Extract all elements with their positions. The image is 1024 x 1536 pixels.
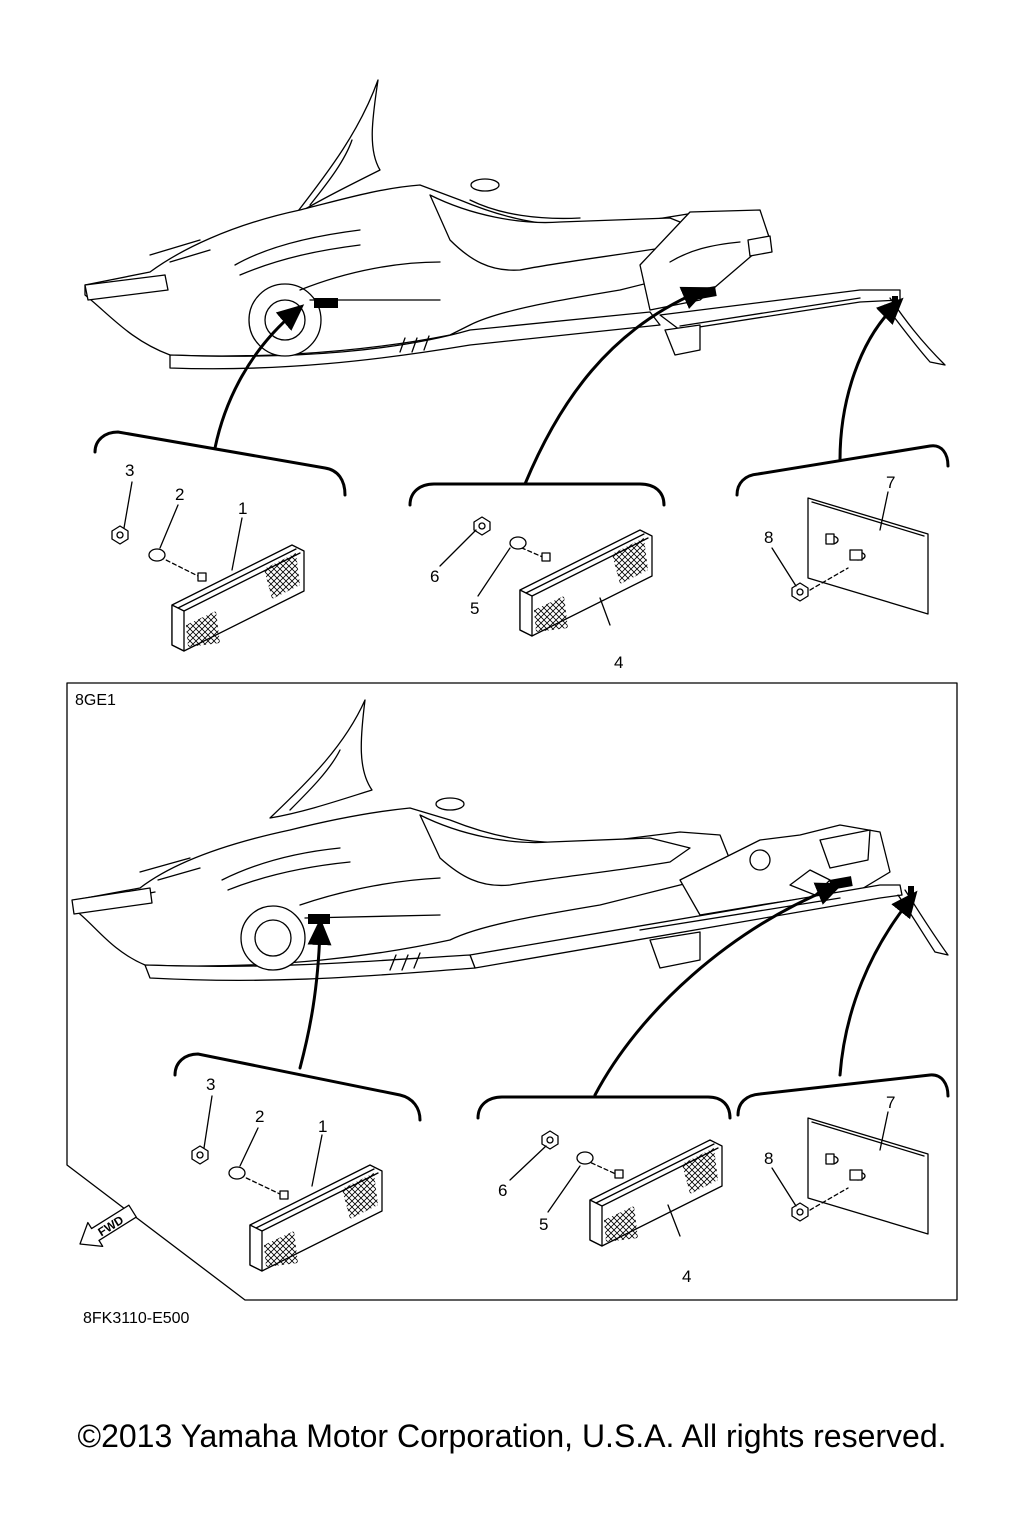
callout-7: 7 (886, 473, 895, 492)
callout-7: 7 (886, 1093, 895, 1112)
upper-leader-arrows (213, 286, 904, 486)
callout-5: 5 (470, 599, 479, 618)
callout-5: 5 (539, 1215, 548, 1234)
callout-4: 4 (614, 653, 623, 672)
lower-exploded-parts (191, 1095, 929, 1272)
callout-6: 6 (498, 1181, 507, 1200)
upper-callout-numbers: 3 2 1 6 5 4 7 8 (125, 461, 895, 672)
lower-snowmobile-illustration (71, 699, 949, 982)
callout-8: 8 (764, 1149, 773, 1168)
callout-2: 2 (175, 485, 184, 504)
copyright-notice: ©2013 Yamaha Motor Corporation, U.S.A. A… (77, 1418, 947, 1454)
callout-1: 1 (238, 499, 247, 518)
lower-callout-numbers: 3 2 1 6 5 4 7 8 (206, 1075, 895, 1286)
callout-1: 1 (318, 1117, 327, 1136)
callout-8: 8 (764, 528, 773, 547)
callout-6: 6 (430, 567, 439, 586)
upper-snowmobile-illustration (84, 79, 946, 370)
upper-group-brackets (93, 430, 950, 507)
callout-3: 3 (125, 461, 134, 480)
figure-code: 8FK3110-E500 (83, 1310, 190, 1327)
upper-exploded-parts (111, 481, 929, 652)
callout-2: 2 (255, 1107, 264, 1126)
parts-diagram: 3 2 1 6 5 4 7 8 8GE1 (66, 79, 958, 1327)
lower-leader-arrows (298, 882, 918, 1097)
fwd-arrow-icon: FWD (79, 1204, 137, 1247)
lower-group-brackets (173, 1052, 950, 1122)
callout-4: 4 (682, 1267, 691, 1286)
variant-code: 8GE1 (75, 692, 116, 709)
callout-3: 3 (206, 1075, 215, 1094)
variant-frame (66, 682, 958, 1301)
